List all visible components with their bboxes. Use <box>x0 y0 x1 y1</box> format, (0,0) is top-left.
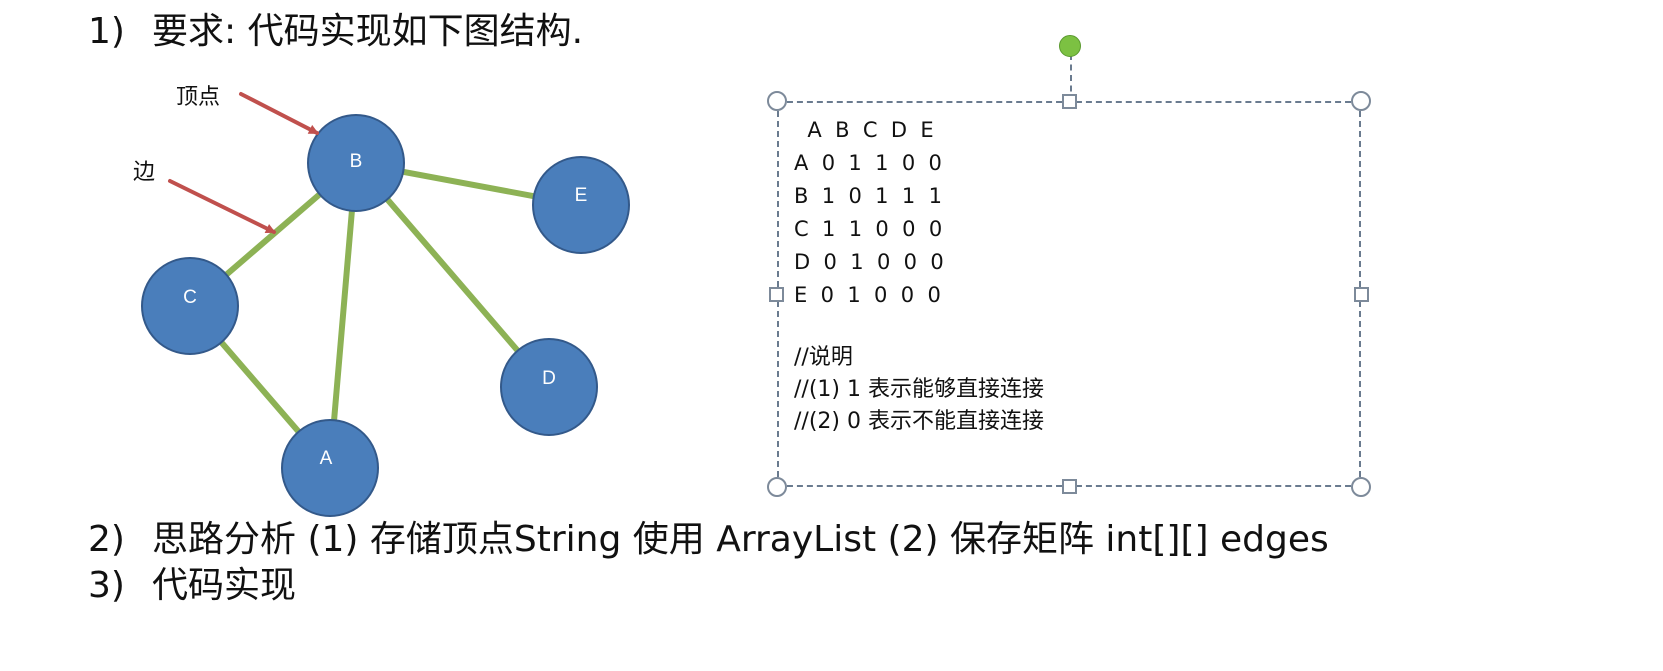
node-c <box>141 257 239 355</box>
requirement-line: 1) 要求: 代码实现如下图结构. <box>88 12 583 52</box>
edge-b-d <box>353 160 552 390</box>
edge-annotation: 边 <box>133 160 155 185</box>
item-number: 1) <box>88 11 125 52</box>
matrix-notes: //说明 //(1) 1 表示能够直接连接 //(2) 0 表示不能直接连接 <box>794 342 1044 438</box>
edge-b-a <box>327 160 359 471</box>
analysis-line: 2) 思路分析 (1) 存储顶点String 使用 ArrayList (2) 保… <box>88 520 1329 560</box>
node-e <box>532 156 630 254</box>
resize-handle-top[interactable] <box>1062 94 1077 109</box>
graph-diagram: B E C D A 顶点 边 <box>133 85 630 517</box>
node-e-label: E <box>575 185 588 206</box>
implementation-text: 代码实现 <box>152 565 297 606</box>
resize-handle-bottom-left[interactable] <box>767 477 787 497</box>
note-title: //说明 <box>794 345 853 370</box>
vertex-arrow <box>239 92 319 135</box>
node-d-label: D <box>542 368 556 389</box>
requirement-text: 要求: 代码实现如下图结构. <box>152 11 584 52</box>
node-a-label: A <box>320 448 333 469</box>
matrix-row-a: A 0 1 1 0 0 <box>794 151 942 175</box>
matrix-row-b: B 1 0 1 1 1 <box>794 184 942 208</box>
rotate-handle[interactable] <box>1059 35 1081 57</box>
vertex-annotation: 顶点 <box>176 85 220 110</box>
item-number: 3) <box>88 565 125 606</box>
node-d <box>500 338 598 436</box>
node-b-label: B <box>350 151 363 172</box>
resize-handle-left[interactable] <box>769 287 784 302</box>
adjacency-matrix[interactable]: A B C D E A 0 1 1 0 0 B 1 0 1 1 1 C 1 1 … <box>794 114 944 312</box>
node-c-label: C <box>183 287 197 308</box>
resize-handle-top-left[interactable] <box>767 91 787 111</box>
resize-handle-bottom-right[interactable] <box>1351 477 1371 497</box>
rotation-stem <box>1070 54 1072 102</box>
matrix-row-e: E 0 1 0 0 0 <box>794 283 941 307</box>
node-a <box>281 419 379 517</box>
resize-handle-top-right[interactable] <box>1351 91 1371 111</box>
analysis-text: 思路分析 (1) 存储顶点String 使用 ArrayList (2) 保存矩… <box>152 519 1329 560</box>
implementation-line: 3) 代码实现 <box>88 566 296 606</box>
note-connected: //(1) 1 表示能够直接连接 <box>794 377 1044 402</box>
matrix-row-d: D 0 1 0 0 0 <box>794 250 944 274</box>
matrix-header: A B C D E <box>794 118 934 142</box>
note-not-connected: //(2) 0 表示不能直接连接 <box>794 409 1044 434</box>
node-b <box>307 114 405 212</box>
item-number: 2) <box>88 519 125 560</box>
edge-arrow <box>168 179 276 234</box>
resize-handle-bottom[interactable] <box>1062 479 1077 494</box>
resize-handle-right[interactable] <box>1354 287 1369 302</box>
matrix-row-c: C 1 1 0 0 0 <box>794 217 943 241</box>
